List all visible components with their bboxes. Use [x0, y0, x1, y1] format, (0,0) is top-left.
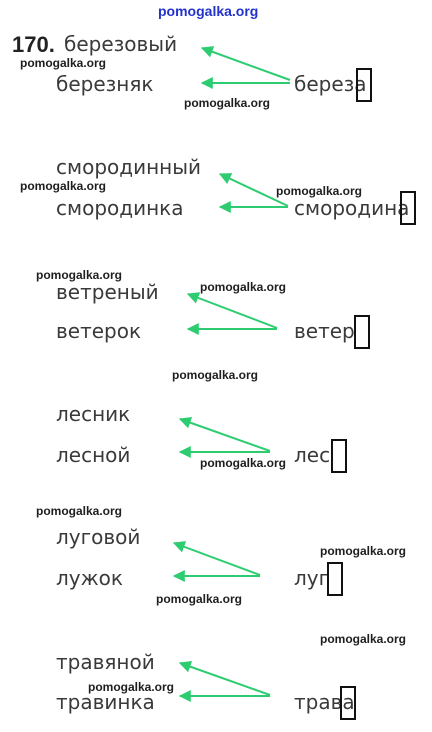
- derived-word: ветреный: [56, 280, 159, 304]
- root-word: ветер: [294, 321, 355, 341]
- ending-box: [340, 686, 356, 720]
- watermark: pomogalka.org: [320, 632, 407, 646]
- root-part: ветер: [294, 319, 355, 343]
- task-number: 170.: [12, 32, 55, 57]
- derived-word: березовый: [64, 32, 178, 56]
- arrow-line: [186, 292, 278, 329]
- ending-box: [331, 439, 347, 473]
- watermark: pomogalka.org: [320, 544, 407, 558]
- derived-word: ветерок: [56, 319, 142, 343]
- arrow-line: [178, 416, 271, 452]
- root-word: лес: [294, 445, 330, 465]
- watermark: pomogalka.org: [36, 504, 123, 518]
- root-word: луг: [294, 568, 329, 588]
- root-part: берез: [294, 72, 355, 96]
- root-part: смородин: [294, 196, 398, 220]
- watermark: pomogalka.org: [20, 179, 107, 193]
- watermark: pomogalka.org: [200, 456, 287, 470]
- watermark: pomogalka.org: [184, 96, 271, 110]
- ending-box: [327, 562, 343, 596]
- derived-word: смородинка: [56, 196, 184, 220]
- derived-word: травинка: [56, 690, 155, 714]
- top-watermark: pomogalka.org: [158, 3, 259, 19]
- watermark: pomogalka.org: [36, 268, 123, 282]
- ending-box: [354, 315, 370, 349]
- derived-word: лесной: [56, 443, 131, 467]
- derived-word: травяной: [56, 650, 155, 674]
- root-word: трава: [294, 692, 355, 712]
- arrow-line: [218, 173, 289, 207]
- watermark: pomogalka.org: [276, 184, 363, 198]
- watermark: pomogalka.org: [172, 368, 259, 382]
- derived-word: лесник: [56, 402, 131, 426]
- ending-box: [400, 191, 416, 225]
- watermark: pomogalka.org: [88, 680, 175, 694]
- arrow-line: [200, 46, 291, 81]
- root-word: смородина: [294, 198, 409, 218]
- root-part: лес: [294, 443, 331, 467]
- arrow-line: [172, 541, 261, 576]
- watermark: pomogalka.org: [200, 280, 287, 294]
- root-part: луг: [294, 566, 330, 590]
- derived-word: березняк: [56, 72, 154, 96]
- root-part: трав: [294, 690, 343, 714]
- derived-word: лужок: [56, 566, 123, 590]
- watermark: pomogalka.org: [156, 592, 243, 606]
- ending-box: [356, 68, 372, 102]
- watermark: pomogalka.org: [20, 56, 107, 70]
- derived-word: луговой: [56, 525, 141, 549]
- arrow-line: [178, 660, 271, 696]
- ending-part: а: [342, 690, 355, 714]
- derived-word: смородинный: [56, 155, 202, 179]
